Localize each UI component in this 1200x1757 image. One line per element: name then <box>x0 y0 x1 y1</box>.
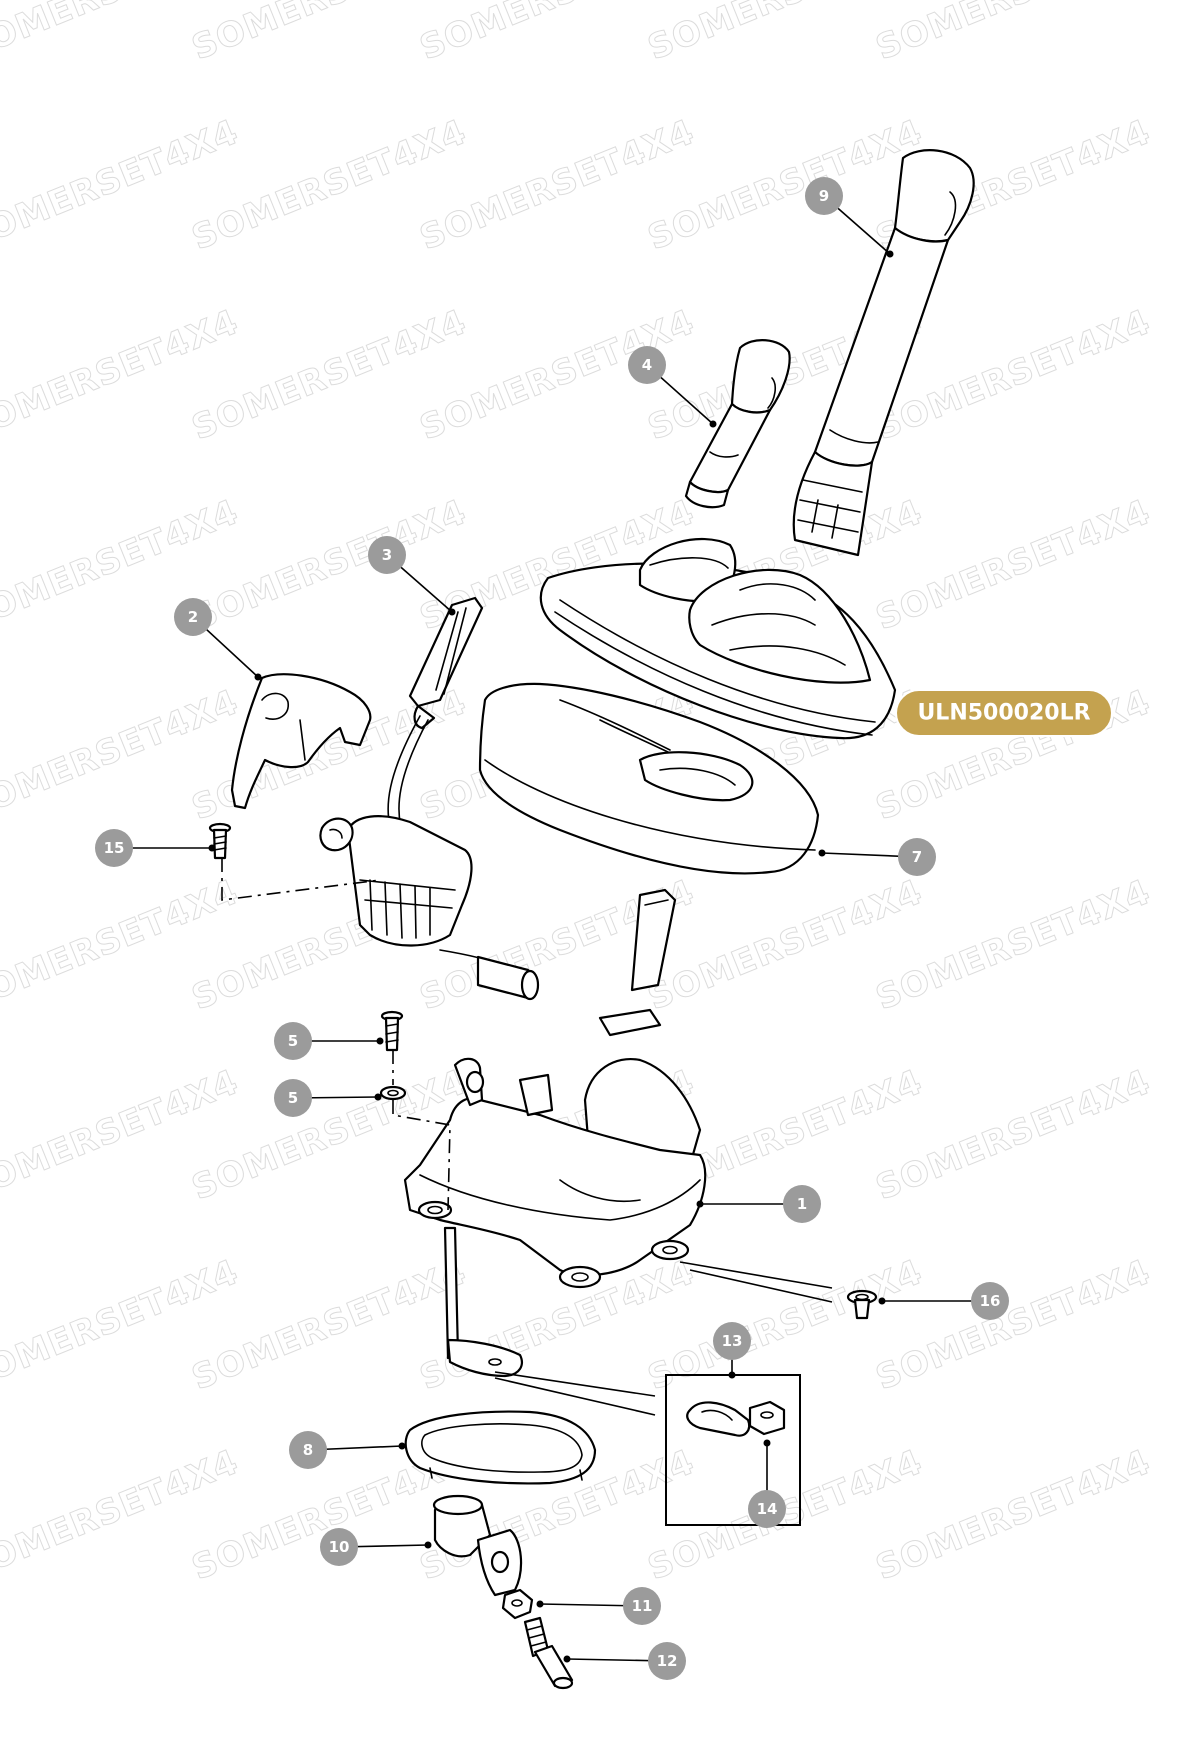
part-4-gear-knob-short <box>684 339 791 509</box>
part-shifter-module <box>319 815 540 1001</box>
leader-dot-14 <box>763 1439 771 1447</box>
part-2-cover-bracket <box>230 673 372 810</box>
part-13-14-group-box <box>665 1374 801 1526</box>
callout-circle <box>623 1587 661 1625</box>
leader-dot-16 <box>878 1297 886 1305</box>
callout-layer: 9 4 3 2 15 7 5 5 1 16 13 8 14 10 11 12 <box>95 177 1009 1680</box>
callout-circle <box>274 1079 312 1117</box>
callout-2[interactable]: 2 <box>174 598 212 636</box>
callout-circle <box>289 1431 327 1469</box>
part-1-shifter-base <box>403 888 707 1378</box>
callout-16[interactable]: 16 <box>971 1282 1009 1320</box>
callout-circle <box>628 346 666 384</box>
callout-circle <box>368 536 406 574</box>
callout-circle <box>898 838 936 876</box>
callout-label: 7 <box>912 848 922 866</box>
callout-circle <box>748 1490 786 1528</box>
callout-4[interactable]: 4 <box>628 346 666 384</box>
leader-dot-11 <box>536 1600 544 1608</box>
leader-dot-3 <box>448 608 456 616</box>
callout-14[interactable]: 14 <box>748 1490 786 1528</box>
part-5-screw <box>380 1010 404 1052</box>
callout-circle <box>95 829 133 867</box>
callout-label: 12 <box>657 1652 678 1670</box>
leader-dot-10 <box>424 1541 432 1549</box>
callout-label: 13 <box>722 1332 743 1350</box>
leader-dot-12 <box>563 1655 571 1663</box>
callout-label: 9 <box>819 187 829 205</box>
callout-5[interactable]: 5 <box>274 1022 312 1060</box>
callout-12[interactable]: 12 <box>648 1642 686 1680</box>
callout-label: 15 <box>104 839 125 857</box>
callout-10[interactable]: 10 <box>320 1528 358 1566</box>
callout-circle <box>174 598 212 636</box>
callout-8[interactable]: 8 <box>289 1431 327 1469</box>
leader-dot-8 <box>398 1442 406 1450</box>
callout-label: 4 <box>642 356 652 374</box>
leader-dot-13 <box>728 1371 736 1379</box>
callout-circle <box>805 177 843 215</box>
leader-dot-1 <box>696 1200 704 1208</box>
leader-dot-7 <box>818 849 826 857</box>
part-16-bushing <box>846 1289 878 1320</box>
callout-circle <box>320 1528 358 1566</box>
callout-label: 5 <box>288 1089 298 1107</box>
callout-circle <box>713 1322 751 1360</box>
callout-label: 10 <box>329 1538 350 1556</box>
watermark-text: SOMERSET4X4 <box>870 0 1156 68</box>
callout-label: 3 <box>382 546 392 564</box>
leader-dot-5 <box>376 1037 384 1045</box>
callout-9[interactable]: 9 <box>805 177 843 215</box>
callout-label: 11 <box>632 1597 653 1615</box>
callout-circle <box>971 1282 1009 1320</box>
part-5-washer <box>379 1085 407 1101</box>
callout-13[interactable]: 13 <box>713 1322 751 1360</box>
callout-label: 2 <box>188 608 198 626</box>
part-12-bolt <box>523 1616 574 1690</box>
callout-circle <box>783 1185 821 1223</box>
assembly-lines <box>221 858 833 1416</box>
callout-label: 14 <box>757 1500 778 1518</box>
callout-11[interactable]: 11 <box>623 1587 661 1625</box>
callout-circle <box>274 1022 312 1060</box>
leader-dot-2 <box>254 673 262 681</box>
callout-3[interactable]: 3 <box>368 536 406 574</box>
callout-label: 16 <box>980 1292 1001 1310</box>
callout-1[interactable]: 1 <box>783 1185 821 1223</box>
callout-7[interactable]: 7 <box>898 838 936 876</box>
part-15-screw <box>208 822 232 860</box>
part-gaiter-boot <box>539 537 897 740</box>
callout-15[interactable]: 15 <box>95 829 133 867</box>
part-9-gear-knob-long <box>792 149 975 557</box>
part-number-text: ULN500020LR <box>917 701 1090 726</box>
part-10-clamp <box>432 1494 523 1597</box>
callout-5[interactable]: 5 <box>274 1079 312 1117</box>
callout-label: 1 <box>797 1195 807 1213</box>
part-11-nut <box>501 1588 534 1620</box>
callout-label: 8 <box>303 1441 313 1459</box>
part-number-badge[interactable]: ULN500020LR <box>895 689 1113 737</box>
leader-dot-9 <box>886 250 894 258</box>
leader-dot-4 <box>709 420 717 428</box>
leader-dot-5 <box>374 1093 382 1101</box>
callout-circle <box>648 1642 686 1680</box>
part-8-seal <box>404 1410 597 1485</box>
leader-dot-15 <box>208 844 216 852</box>
part-7-console-housing <box>478 682 820 875</box>
callout-label: 5 <box>288 1032 298 1050</box>
